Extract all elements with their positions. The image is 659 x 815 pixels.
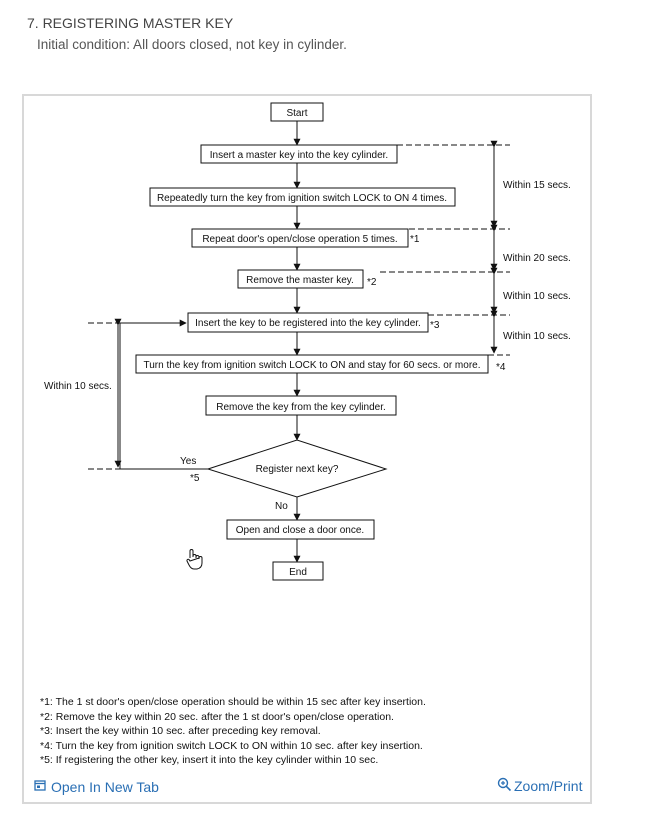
footnote-2: *2: Remove the key within 20 sec. after … xyxy=(40,710,394,723)
timing-20-secs: Within 20 secs. xyxy=(503,253,571,264)
open-in-new-tab-label: Open In New Tab xyxy=(51,779,159,795)
step-remove-master: Remove the master key. xyxy=(246,275,354,286)
footnote-5: *5: If registering the other key, insert… xyxy=(40,754,379,767)
step-remove-key: Remove the key from the key cylinder. xyxy=(216,402,386,413)
zoom-print-label: Zoom/Print xyxy=(514,778,583,794)
step-turn-key-4-times: Repeatedly turn the key from ignition sw… xyxy=(157,193,447,204)
decision-register-next: Register next key? xyxy=(256,464,339,475)
initial-condition: Initial condition: All doors closed, not… xyxy=(37,37,347,52)
footnotes: *1: The 1 st door's open/close operation… xyxy=(40,695,426,768)
ref-4: *4 xyxy=(496,362,506,373)
ref-3: *3 xyxy=(430,320,440,331)
timing-15-secs: Within 15 secs. xyxy=(503,180,571,191)
timing-10-secs-b: Within 10 secs. xyxy=(503,331,571,342)
step-open-close-door: Open and close a door once. xyxy=(236,525,364,536)
ref-1: *1 xyxy=(410,234,420,245)
step-door-operation: Repeat door's open/close operation 5 tim… xyxy=(202,234,397,245)
no-label: No xyxy=(275,501,288,512)
step-insert-master: Insert a master key into the key cylinde… xyxy=(210,150,388,161)
start-label: Start xyxy=(286,108,307,119)
footnote-1: *1: The 1 st door's open/close operation… xyxy=(40,696,426,708)
footnote-4: *4: Turn the key from ignition switch LO… xyxy=(40,739,423,752)
page-title: 7. REGISTERING MASTER KEY xyxy=(27,15,234,31)
step-turn-stay-60: Turn the key from ignition switch LOCK t… xyxy=(144,360,481,371)
zoom-print-link[interactable]: Zoom/Print xyxy=(497,777,582,795)
ref-5: *5 xyxy=(190,473,200,484)
hand-pointer-icon xyxy=(185,548,203,575)
open-in-new-tab-link[interactable]: Open In New Tab xyxy=(34,779,159,795)
step-insert-new-key: Insert the key to be registered into the… xyxy=(195,318,421,329)
yes-label: Yes xyxy=(180,456,196,467)
footnote-3: *3: Insert the key within 10 sec. after … xyxy=(40,725,321,738)
external-window-icon xyxy=(34,779,47,795)
ref-2: *2 xyxy=(367,277,377,288)
end-label: End xyxy=(289,567,307,578)
magnifier-plus-icon xyxy=(497,777,512,795)
timing-10-secs-left: Within 10 secs. xyxy=(44,381,112,392)
timing-10-secs-a: Within 10 secs. xyxy=(503,291,571,302)
